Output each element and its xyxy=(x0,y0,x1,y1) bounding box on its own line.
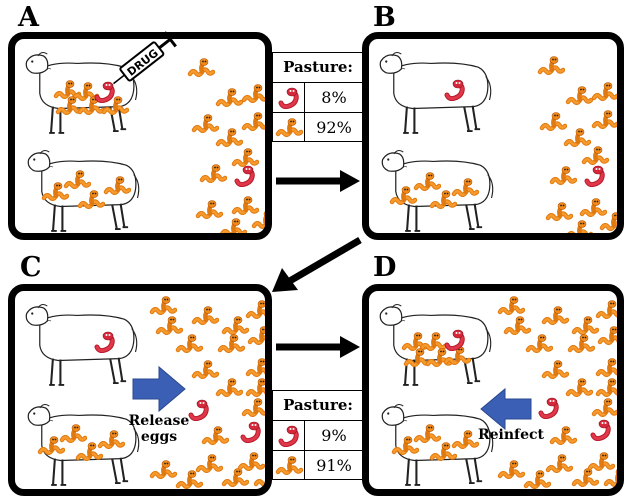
susceptible-worm-icon xyxy=(497,295,525,317)
sheep-icon xyxy=(21,297,143,393)
susceptible-worm-icon xyxy=(195,453,223,475)
susceptible-worm-icon xyxy=(245,299,272,321)
susceptible-worm-icon xyxy=(549,165,577,187)
release-eggs-caption: Release eggs xyxy=(128,413,190,446)
resistant-worm-icon xyxy=(441,329,469,351)
susceptible-worm-icon xyxy=(565,85,593,107)
susceptible-percent: 91% xyxy=(316,456,352,475)
table-title: Pasture: xyxy=(273,391,363,421)
susceptible-worm-icon xyxy=(187,57,215,79)
susceptible-worm-icon xyxy=(245,377,272,399)
resistant-worm-icon xyxy=(237,421,265,443)
susceptible-worm-icon xyxy=(591,109,619,131)
panel-label-a: A xyxy=(18,2,39,33)
susceptible-worm-icon xyxy=(603,467,624,489)
susceptible-worm-icon xyxy=(591,81,619,103)
susceptible-worm-icon xyxy=(217,333,245,355)
susceptible-worm-icon xyxy=(77,189,105,211)
susceptible-worm-icon xyxy=(175,333,203,355)
susceptible-worm-icon xyxy=(215,377,243,399)
susceptible-worm-icon xyxy=(219,217,247,239)
susceptible-worm-icon xyxy=(103,175,131,197)
susceptible-worm-icon xyxy=(251,209,272,231)
susceptible-worm-icon xyxy=(241,83,269,105)
susceptible-worm-icon xyxy=(275,117,303,139)
panel-label-b: B xyxy=(373,2,396,33)
resistant-worm-icon xyxy=(231,165,259,187)
panel-label-d: D xyxy=(373,252,397,283)
susceptible-worm-icon xyxy=(191,305,219,327)
susceptible-worm-icon xyxy=(97,429,125,451)
resistant-worm-icon xyxy=(275,425,303,447)
susceptible-worm-icon xyxy=(595,299,623,321)
release-arrow-icon xyxy=(132,365,186,413)
resistant-worm-icon xyxy=(91,331,119,353)
resistant-worm-icon xyxy=(441,79,469,101)
susceptible-worm-icon xyxy=(241,397,269,419)
resistant-worm-icon xyxy=(275,87,303,109)
syringe-icon: DRUG xyxy=(113,31,177,85)
table-row: 8% xyxy=(273,83,363,113)
susceptible-worm-icon xyxy=(597,325,624,347)
susceptible-worm-icon xyxy=(537,55,565,77)
pasture-table-1: Pasture: 8% 92% xyxy=(272,52,364,142)
susceptible-worm-icon xyxy=(581,145,609,167)
resistant-worm-icon xyxy=(535,397,563,419)
susceptible-worm-icon xyxy=(215,127,243,149)
susceptible-worm-icon xyxy=(241,111,269,133)
susceptible-worm-icon xyxy=(63,169,91,191)
susceptible-worm-icon xyxy=(599,211,624,233)
susceptible-worm-icon xyxy=(565,219,593,240)
arrow-a-to-b xyxy=(276,170,360,192)
susceptible-worm-icon xyxy=(245,357,272,379)
panel-c: Release eggs xyxy=(8,284,272,496)
susceptible-worm-icon xyxy=(595,377,623,399)
table-row: 91% xyxy=(273,451,363,480)
susceptible-worm-icon xyxy=(253,467,272,489)
susceptible-worm-icon xyxy=(215,87,243,109)
table-row: 9% xyxy=(273,421,363,451)
susceptible-worm-icon xyxy=(275,455,303,477)
panel-d: Reinfect xyxy=(362,284,624,496)
sheep-icon xyxy=(375,45,497,141)
susceptible-worm-icon xyxy=(201,425,229,447)
susceptible-worm-icon xyxy=(451,177,479,199)
resistant-worm-icon xyxy=(581,165,609,187)
arrow-c-to-d xyxy=(276,336,360,358)
panel-b xyxy=(362,32,624,240)
pasture-table-2: Pasture: 9% 91% xyxy=(272,390,364,480)
reinfect-arrow-icon xyxy=(480,387,532,431)
arrow-b-to-c xyxy=(272,236,362,292)
table-title: Pasture: xyxy=(273,53,363,83)
susceptible-worm-icon xyxy=(149,295,177,317)
susceptible-worm-icon xyxy=(497,459,525,481)
resistant-worm-icon xyxy=(587,419,615,441)
table-row: 92% xyxy=(273,113,363,142)
susceptible-worm-icon xyxy=(549,425,577,447)
susceptible-worm-icon xyxy=(565,377,593,399)
susceptible-worm-icon xyxy=(199,163,227,185)
susceptible-percent: 92% xyxy=(316,118,352,137)
susceptible-worm-icon xyxy=(595,357,623,379)
susceptible-worm-icon xyxy=(567,333,595,355)
reinfect-caption: Reinfect xyxy=(478,427,544,443)
susceptible-worm-icon xyxy=(591,397,619,419)
panel-label-c: C xyxy=(20,252,42,283)
susceptible-worm-icon xyxy=(149,459,177,481)
susceptible-worm-icon xyxy=(545,453,573,475)
susceptible-worm-icon xyxy=(541,305,569,327)
susceptible-worm-icon xyxy=(525,333,553,355)
resistant-percent: 8% xyxy=(321,88,347,107)
resistant-percent: 9% xyxy=(321,426,347,445)
susceptible-worm-icon xyxy=(247,325,272,347)
